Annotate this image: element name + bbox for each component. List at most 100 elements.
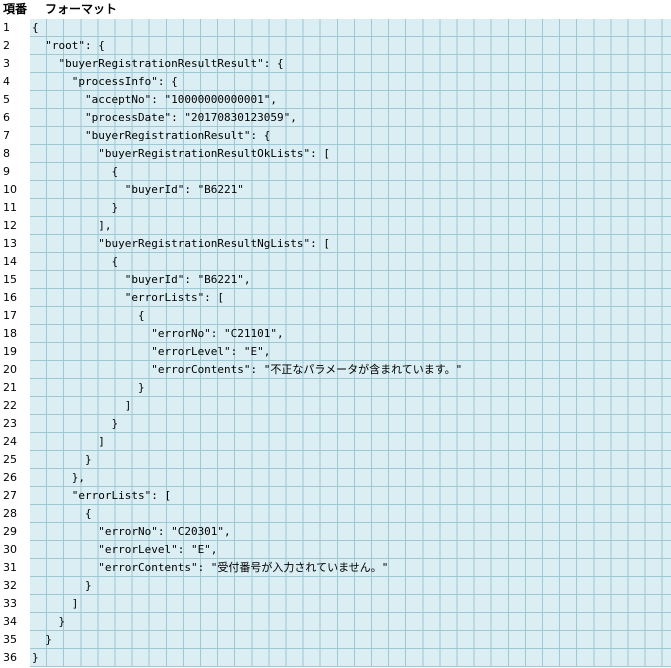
grid-cells <box>30 127 671 145</box>
row-number: 24 <box>3 435 17 448</box>
row-number: 35 <box>3 633 17 646</box>
row-format-text: "errorContents": "受付番号が入力されていません。" <box>32 561 389 574</box>
table-row: 24 ] <box>0 433 671 451</box>
row-number: 19 <box>3 345 17 358</box>
table-row: 28 { <box>0 505 671 523</box>
grid-cells <box>30 181 671 199</box>
row-number: 30 <box>3 543 17 556</box>
table-row: 13 "buyerRegistrationResultNgLists": [ <box>0 235 671 253</box>
table-row: 23 } <box>0 415 671 433</box>
row-number: 32 <box>3 579 17 592</box>
grid-cells <box>30 469 671 487</box>
grid-cells <box>30 289 671 307</box>
row-number: 5 <box>3 93 10 106</box>
table-row: 4 "processInfo": { <box>0 73 671 91</box>
table-row: 34 } <box>0 613 671 631</box>
table-row: 32 } <box>0 577 671 595</box>
grid-cells <box>30 37 671 55</box>
row-format-text: } <box>32 453 92 466</box>
grid-cells <box>30 487 671 505</box>
table-row: 7 "buyerRegistrationResult": { <box>0 127 671 145</box>
header-format: フォーマット <box>45 2 118 16</box>
row-number: 13 <box>3 237 17 250</box>
grid-cells <box>30 325 671 343</box>
row-format-text: ] <box>32 435 105 448</box>
table-row: 15 "buyerId": "B6221", <box>0 271 671 289</box>
table-row: 14 { <box>0 253 671 271</box>
row-format-text: "processInfo": { <box>32 75 178 88</box>
grid-cells <box>30 415 671 433</box>
row-number: 14 <box>3 255 17 268</box>
row-number: 11 <box>3 201 17 214</box>
grid-cells <box>30 613 671 631</box>
row-number: 22 <box>3 399 17 412</box>
row-format-text: "buyerRegistrationResultResult": { <box>32 57 284 70</box>
row-format-text: "errorNo": "C20301", <box>32 525 231 538</box>
row-format-text: "root": { <box>32 39 105 52</box>
grid-cells <box>30 559 671 577</box>
table-row: 22 ] <box>0 397 671 415</box>
row-format-text: "acceptNo": "10000000000001", <box>32 93 278 106</box>
row-number: 2 <box>3 39 10 52</box>
row-number: 17 <box>3 309 17 322</box>
grid-cells <box>30 505 671 523</box>
row-format-text: ] <box>32 399 132 412</box>
row-format-text: } <box>32 651 39 664</box>
header-number: 項番 <box>3 2 28 16</box>
table-row: 8 "buyerRegistrationResultOkLists": [ <box>0 145 671 163</box>
grid-cells <box>30 451 671 469</box>
table-row: 18 "errorNo": "C21101", <box>0 325 671 343</box>
row-format-text: "errorLevel": "E", <box>32 345 271 358</box>
row-format-text: "buyerId": "B6221", <box>32 273 251 286</box>
grid-cells <box>30 577 671 595</box>
row-number: 33 <box>3 597 17 610</box>
row-format-text: { <box>32 507 92 520</box>
table-row: 33 ] <box>0 595 671 613</box>
row-format-text: { <box>32 309 145 322</box>
row-number: 20 <box>3 363 17 376</box>
table-row: 16 "errorLists": [ <box>0 289 671 307</box>
grid-cells <box>30 397 671 415</box>
grid-cells <box>30 379 671 397</box>
table-row: 20 "errorContents": "不正なパラメータが含まれています。" <box>0 361 671 379</box>
row-number: 12 <box>3 219 17 232</box>
row-format-text: { <box>32 255 119 268</box>
grid-cells <box>30 433 671 451</box>
grid-cells <box>30 631 671 649</box>
grid-cells <box>30 163 671 181</box>
table-row: 25 } <box>0 451 671 469</box>
grid-cells <box>30 271 671 289</box>
grid-cells <box>30 343 671 361</box>
table-row: 26 }, <box>0 469 671 487</box>
row-number: 18 <box>3 327 17 340</box>
table-row: 17 { <box>0 307 671 325</box>
row-number: 27 <box>3 489 17 502</box>
grid-cells <box>30 145 671 163</box>
row-format-text: ] <box>32 597 79 610</box>
table-row: 19 "errorLevel": "E", <box>0 343 671 361</box>
table-row: 29 "errorNo": "C20301", <box>0 523 671 541</box>
grid-cells <box>30 199 671 217</box>
row-number: 26 <box>3 471 17 484</box>
table-row: 30 "errorLevel": "E", <box>0 541 671 559</box>
table-row: 35 } <box>0 631 671 649</box>
grid-cells <box>30 595 671 613</box>
grid-cells <box>30 361 671 379</box>
table-row: 3 "buyerRegistrationResultResult": { <box>0 55 671 73</box>
row-format-text: "errorContents": "不正なパラメータが含まれています。" <box>32 363 463 376</box>
row-format-text: "buyerRegistrationResult": { <box>32 129 271 142</box>
row-number: 28 <box>3 507 17 520</box>
grid-cells <box>30 541 671 559</box>
grid-cells <box>30 55 671 73</box>
row-format-text: { <box>32 165 119 178</box>
row-format-text: "errorLists": [ <box>32 291 225 304</box>
row-number: 3 <box>3 57 10 70</box>
row-format-text: } <box>32 417 119 430</box>
row-number: 34 <box>3 615 17 628</box>
table-row: 31 "errorContents": "受付番号が入力されていません。" <box>0 559 671 577</box>
grid-cells <box>30 73 671 91</box>
row-number: 21 <box>3 381 17 394</box>
row-format-text: ], <box>32 219 112 232</box>
row-format-text: } <box>32 381 145 394</box>
